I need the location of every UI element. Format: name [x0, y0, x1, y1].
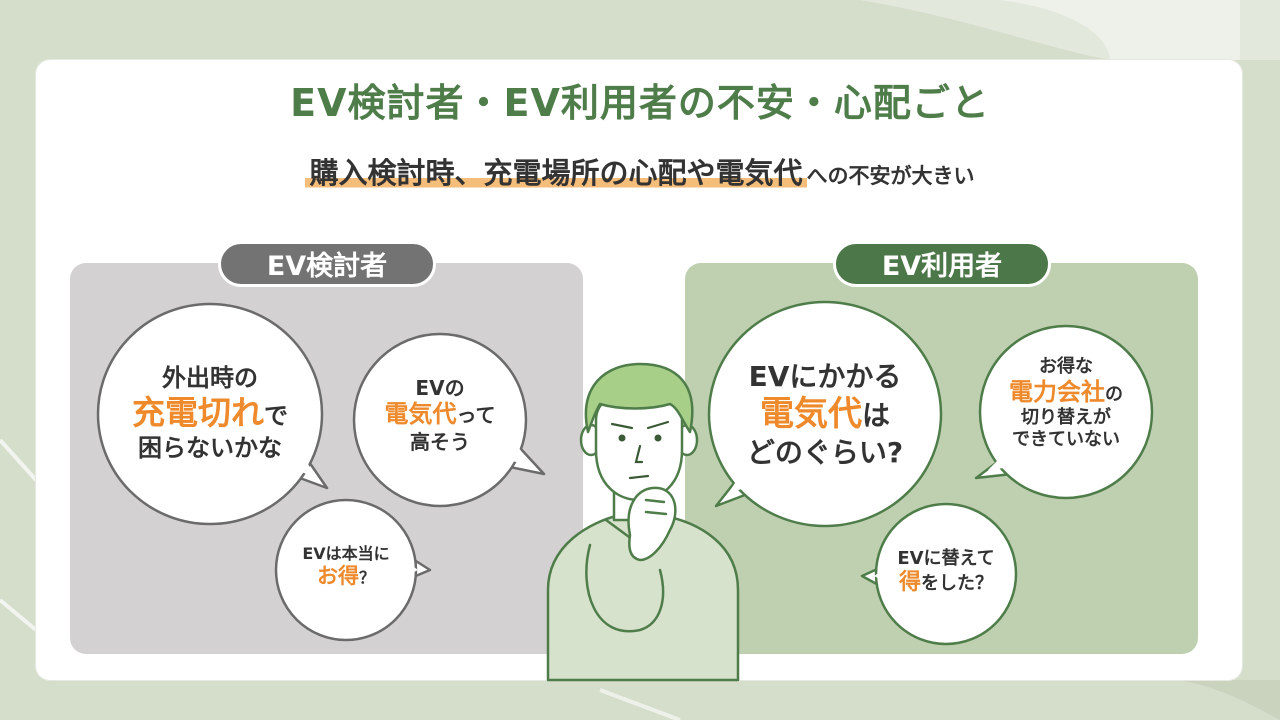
- subtitle: 購入検討時、充電場所の心配や電気代への不安が大きい: [0, 150, 1280, 192]
- person-brow-right: [646, 420, 670, 430]
- bubble-right-3-line2: 得をした？: [880, 570, 1012, 597]
- bubble-right-2-line2: 電力会社の: [986, 378, 1146, 407]
- bubble-right-2-line2-rest: の: [1105, 383, 1123, 405]
- bubble-left-2-body: [352, 332, 528, 508]
- bubble-left-1-line1: 外出時の: [162, 364, 258, 392]
- bubble-right-1-body: [707, 300, 943, 528]
- bubble-right-3-line1: EVに替えて: [897, 548, 995, 569]
- person-nose: [634, 444, 644, 464]
- bubble-right-3-accent: 得: [898, 569, 921, 595]
- bubble-left-1-accent: 充電切れ: [132, 393, 264, 433]
- bubble-left-2-text: EVの 電気代って 高そう: [370, 376, 510, 454]
- bubble-right-1-line1: EVにかかる: [748, 360, 902, 393]
- subtitle-highlight: 購入検討時、充電場所の心配や電気代: [305, 156, 807, 190]
- bubble-left-2-line2-rest: って: [456, 403, 496, 428]
- bubble-left-2-line2: 電気代って: [370, 400, 510, 429]
- page-title: EV検討者・EV利用者の不安・心配ごと: [290, 81, 990, 125]
- bubble-left-3-line1: EVは本当に: [302, 544, 390, 563]
- bubble-right-2-text: お得な 電力会社の 切り替えが できていない: [986, 356, 1146, 451]
- ev-considerer-tab: EV検討者: [218, 241, 436, 287]
- bubble-left-3-text: EVは本当に お得？: [286, 544, 406, 589]
- bubble-left-2-accent: 電気代: [384, 400, 457, 429]
- bubble-right-2-line4: できていない: [1012, 429, 1120, 451]
- bubble-left-1-line2: 充電切れで: [100, 393, 320, 433]
- person-hair: [584, 362, 694, 434]
- bubble-left-2-line3: 高そう: [410, 429, 470, 454]
- bubble-right-2-accent: 電力会社: [1009, 377, 1105, 406]
- bubble-left-1-text: 外出時の 充電切れで 困らないかな: [100, 364, 320, 463]
- bubble-right-2-line1: お得な: [1039, 356, 1093, 377]
- bubble-left-2-line1: EVの: [415, 376, 465, 400]
- bubble-right-1-accent: 電気代: [759, 394, 862, 435]
- bubble-right-1-line2-rest: は: [861, 399, 890, 433]
- person-arm: [585, 543, 665, 633]
- person-mouth: [628, 474, 650, 480]
- person-hand: [627, 486, 677, 562]
- bubble-right-1-line2: 電気代は: [715, 394, 935, 435]
- bubble-right-3-body: [874, 502, 1018, 646]
- bubble-right-1-text: EVにかかる 電気代は どのぐらい?: [715, 360, 935, 470]
- bubble-right-2-body: [978, 324, 1154, 500]
- bubble-left-1-line3: 困らないかな: [138, 433, 282, 462]
- bubble-left-1-line2-rest: で: [264, 402, 288, 431]
- bubble-right-3-line2-rest: をした？: [921, 572, 993, 594]
- bubble-left-1-body: [96, 302, 324, 526]
- bubble-right-3-text: EVに替えて 得をした？: [880, 548, 1012, 597]
- bubble-left-3-line2-rest: ？: [358, 567, 375, 587]
- bubble-right-2-line3: 切り替えが: [1021, 407, 1111, 429]
- bubble-left-3-line2: お得？: [286, 564, 406, 590]
- person-eye-left: [618, 434, 626, 442]
- bubble-left-3-accent: お得: [316, 563, 359, 588]
- subtitle-rest: への不安が大きい: [806, 164, 975, 188]
- person-brow-left: [610, 422, 634, 430]
- bubble-right-1-line3: どのぐらい?: [746, 435, 904, 469]
- person-eye-right: [654, 434, 662, 442]
- ev-user-tab: EV利用者: [833, 241, 1051, 287]
